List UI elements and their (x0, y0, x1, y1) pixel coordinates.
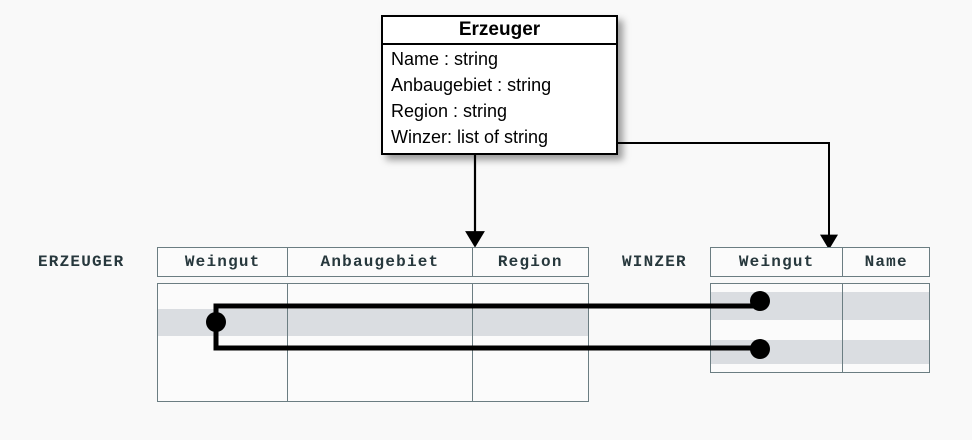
table-cell (473, 367, 588, 401)
table-label-erzeuger: ERZEUGER (38, 253, 125, 271)
table-cell (711, 292, 844, 320)
table-cell (711, 320, 844, 340)
table-row[interactable] (711, 320, 929, 340)
table-cell (843, 292, 929, 320)
table-row-highlighted[interactable] (158, 309, 588, 336)
table-body-erzeuger (157, 283, 589, 402)
table-cell (843, 320, 929, 340)
table-cell (843, 340, 929, 364)
uml-attribute-region: Region : string (391, 101, 508, 121)
table-cell (843, 364, 929, 372)
uml-attribute-list: Name : string Anbaugebiet : string Regio… (383, 45, 616, 150)
table-row[interactable] (158, 284, 588, 309)
table-cell (711, 284, 844, 292)
table-row[interactable] (158, 336, 588, 367)
table-row-highlighted[interactable] (711, 340, 929, 364)
table-cell (158, 309, 289, 336)
column-header-anbaugebiet: Anbaugebiet (288, 248, 473, 276)
table-cell (158, 367, 289, 401)
table-cell (288, 336, 473, 367)
table-header-erzeuger: Weingut Anbaugebiet Region (157, 247, 589, 277)
table-cell (288, 284, 473, 309)
table-row-highlighted[interactable] (711, 292, 929, 320)
uml-attribute-anbaugebiet: Anbaugebiet : string (391, 75, 552, 95)
table-cell (711, 364, 844, 372)
table-cell (473, 309, 588, 336)
table-body-winzer (710, 283, 930, 373)
table-cell (158, 284, 289, 309)
uml-class-box-erzeuger: Erzeuger Name : string Anbaugebiet : str… (381, 15, 618, 155)
column-header-weingut: Weingut (711, 248, 844, 276)
table-row[interactable] (711, 364, 929, 372)
column-header-region: Region (497, 253, 563, 271)
table-row[interactable] (158, 367, 588, 401)
arrow-winzer-attribute-to-winzer-table (604, 142, 838, 250)
uml-attribute-name: Name : string (391, 49, 499, 69)
table-cell (711, 340, 844, 364)
table-row[interactable] (711, 284, 929, 292)
column-header-name: Name (864, 253, 908, 271)
table-cell (843, 284, 929, 292)
table-label-winzer: WINZER (622, 253, 687, 271)
table-cell (473, 284, 588, 309)
table-cell (288, 309, 473, 336)
uml-attribute-winzer: Winzer: list of string (391, 127, 549, 147)
table-header-winzer: Weingut Name (710, 247, 930, 277)
table-cell (158, 336, 289, 367)
table-cell (288, 367, 473, 401)
uml-class-name: Erzeuger (383, 17, 616, 45)
column-header-weingut: Weingut (158, 248, 289, 276)
table-cell (473, 336, 588, 367)
